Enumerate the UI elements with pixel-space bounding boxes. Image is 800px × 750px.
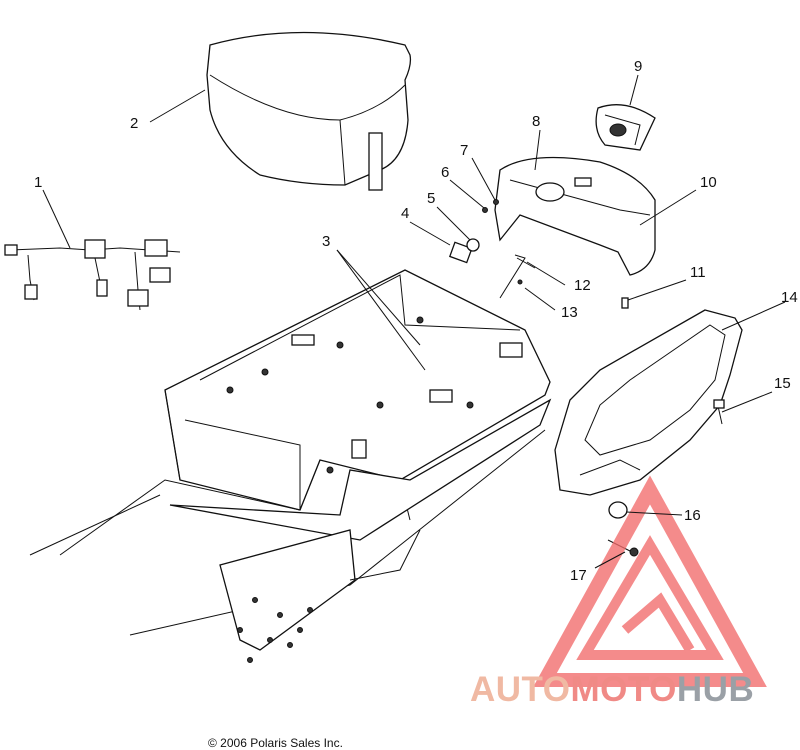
copyright-notice: © 2006 Polaris Sales Inc. bbox=[208, 736, 343, 750]
rear-cowl bbox=[494, 156, 656, 276]
small-fasteners bbox=[448, 199, 629, 309]
watermark-logo-text: AUTOMOTOHUB bbox=[470, 670, 754, 710]
callout-9: 9 bbox=[634, 58, 642, 75]
side-panel bbox=[554, 309, 743, 496]
seat-cushion bbox=[206, 31, 412, 191]
watermark-hub: HUB bbox=[676, 670, 755, 709]
tunnel-chassis bbox=[29, 269, 552, 663]
callout-14: 14 bbox=[781, 289, 798, 306]
callout-5: 5 bbox=[427, 190, 435, 207]
callout-11: 11 bbox=[690, 264, 706, 281]
callout-7: 7 bbox=[460, 142, 468, 159]
callout-12: 12 bbox=[574, 277, 591, 294]
callout-10: 10 bbox=[700, 174, 717, 191]
watermark-auto: AUTO bbox=[470, 670, 571, 709]
callout-2: 2 bbox=[130, 115, 138, 132]
callout-16: 16 bbox=[684, 507, 701, 524]
taillight-lens bbox=[595, 104, 656, 151]
callout-3: 3 bbox=[322, 233, 330, 250]
callout-15: 15 bbox=[774, 375, 791, 392]
leader-lines bbox=[42, 74, 786, 569]
callout-6: 6 bbox=[441, 164, 449, 181]
wiring-harness bbox=[4, 239, 181, 311]
callout-1: 1 bbox=[34, 174, 42, 191]
callout-4: 4 bbox=[401, 205, 409, 222]
watermark-triangle-logo bbox=[533, 475, 767, 687]
callout-13: 13 bbox=[561, 304, 578, 321]
callout-8: 8 bbox=[532, 113, 540, 130]
watermark-moto: MOTO bbox=[570, 670, 677, 709]
callout-17: 17 bbox=[570, 567, 587, 584]
callout-labels: 1 2 3 4 5 6 7 8 9 10 11 12 13 14 15 16 1… bbox=[34, 58, 798, 584]
